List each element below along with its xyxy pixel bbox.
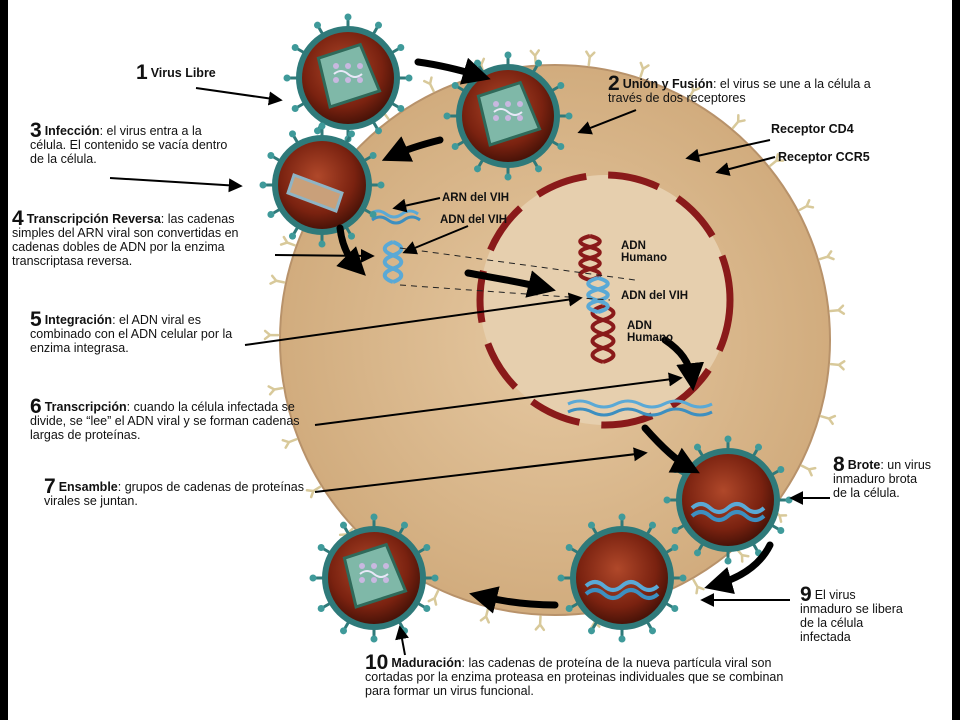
step-4-number: 4 [12, 207, 24, 230]
adn-humano-bottom-label: ADN Humano [627, 320, 673, 344]
human-dna-helix [578, 234, 616, 364]
virus-mature [309, 513, 439, 643]
step-4-text: : las cadenas simples del ARN viral son … [12, 212, 239, 268]
step-8-number: 8 [833, 453, 845, 476]
step-6-number: 6 [30, 395, 42, 418]
step-9-number: 9 [800, 583, 812, 606]
step-3-title: Infección [44, 124, 100, 138]
arn-vih-label: ARN del VIH [442, 192, 510, 204]
viral-dna-integrated [586, 276, 610, 314]
step-10-title: Maduración [391, 656, 462, 670]
step-5-number: 5 [30, 308, 42, 331]
protein-chains [567, 399, 713, 417]
receptor-cd4-label: Receptor CD4 [771, 122, 854, 136]
step-8-text: : un virus inmaduro brota de la célula. [833, 458, 932, 500]
receptor-icon [427, 589, 440, 606]
step-5-title: Integración [44, 313, 113, 327]
step-6-text: : cuando la célula infectada se divide, … [30, 400, 300, 442]
step-9-text: El virus inmaduro se libera de la célula… [800, 588, 903, 644]
pointer-lines [109, 87, 830, 656]
receptor-icon [267, 385, 284, 396]
step-7-title: Ensamble [58, 480, 118, 494]
cycle-arrows [336, 57, 774, 614]
receptor-icon [731, 114, 746, 130]
receptor-icon [769, 153, 785, 167]
step-4-title: Transcripción Reversa [26, 212, 161, 226]
step-2-number: 2 [608, 72, 620, 95]
receptor-icon [829, 360, 846, 371]
receptor-icon [305, 485, 322, 499]
receptor-icon [820, 414, 837, 426]
adn-vih-nucleus-label: ADN del VIH [621, 290, 689, 302]
step-3-text: : el virus entra a la célula. El conteni… [30, 124, 228, 166]
receptor-icon [479, 607, 490, 624]
receptor-icon [818, 250, 835, 261]
step-7-text: : grupos de cadenas de proteínas virales… [44, 480, 304, 508]
virus-particles [259, 13, 793, 643]
adn-vih-label: ADN del VIH [440, 214, 508, 226]
receptor-icon [263, 329, 280, 341]
virus-released [557, 513, 687, 643]
receptor-icon [585, 50, 596, 67]
receptor-icon [829, 304, 846, 315]
step-5-text: : el ADN viral es combinado con el ADN c… [30, 313, 233, 355]
step-3-number: 3 [30, 119, 42, 142]
virus-budding [663, 435, 793, 565]
step-7-number: 7 [44, 475, 56, 498]
receptor-icon [692, 578, 705, 595]
adn-humano-top-label: ADN Humano [621, 240, 667, 264]
step-10-number: 10 [365, 651, 389, 674]
receptor-icon [281, 438, 298, 449]
virus-binding [443, 51, 573, 181]
receptor-icon [639, 61, 650, 78]
step-8-title: Brote [847, 458, 881, 472]
virus-free [283, 13, 413, 143]
receptor-icon [688, 83, 701, 99]
step-2-text: : el virus se une a la célula a través d… [608, 77, 871, 105]
receptor-icon [800, 464, 817, 477]
step-2-title: Unión y Fusión [622, 77, 713, 91]
receptor-icon [269, 274, 286, 285]
receptor-ccr5-label: Receptor CCR5 [778, 150, 870, 164]
step-10-text: : las cadenas de proteína de la nueva pa… [365, 656, 784, 698]
dashed-guide-line [399, 284, 611, 301]
receptor-icon [423, 76, 435, 93]
receptor-icon [279, 235, 296, 247]
receptor-icon [798, 199, 815, 212]
step-1-number: 1 [136, 61, 148, 84]
receptor-icon [534, 615, 546, 632]
step-1-title: Virus Libre [150, 66, 216, 80]
step-6-title: Transcripción [44, 400, 127, 414]
virus-entering [259, 122, 385, 248]
